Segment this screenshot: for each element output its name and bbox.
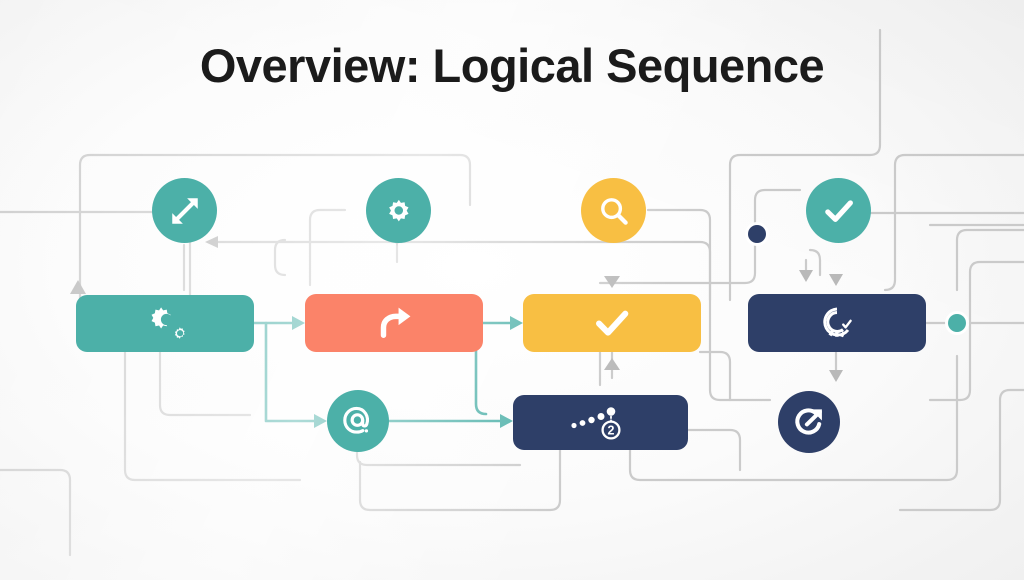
gear-icon [389,199,409,222]
node-settings[interactable] [366,178,431,243]
pie-chart-check-icon [823,307,852,338]
node-sequence[interactable]: 2 [513,395,688,450]
redo-arrow-icon [380,307,411,338]
node-configure[interactable] [76,295,254,352]
junction-teal-dot [948,314,966,332]
node-validate[interactable] [523,294,701,352]
node-approve[interactable] [806,178,871,243]
node-search[interactable] [581,178,646,243]
node-export[interactable] [778,391,840,453]
circular-external-arrow-icon [795,408,822,435]
node-share[interactable] [305,294,483,352]
node-report[interactable] [748,294,926,352]
search-icon [600,197,628,225]
sequence-badge-label: 2 [607,423,614,437]
page-title: Overview: Logical Sequence [199,39,825,92]
dots-step-two-icon: 2 [570,406,621,440]
node-mail[interactable] [327,390,389,452]
check-icon [824,199,853,222]
node-expand[interactable] [152,178,217,243]
double-gears-icon [151,306,185,339]
expand-arrows-icon [171,197,198,224]
at-sign-icon [343,406,369,434]
check-icon [596,310,629,336]
junction-navy-dot [748,225,766,243]
